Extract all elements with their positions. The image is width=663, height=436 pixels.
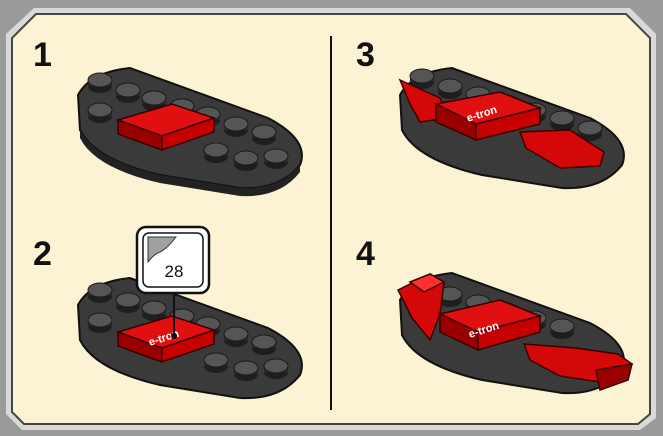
step-number-1: 1 <box>33 38 52 72</box>
step-number-4: 4 <box>356 237 375 271</box>
sticker-callout <box>137 227 209 293</box>
step-number-3: 3 <box>356 38 375 72</box>
step-number-2: 2 <box>33 237 52 271</box>
sticker-number: 28 <box>143 262 205 282</box>
